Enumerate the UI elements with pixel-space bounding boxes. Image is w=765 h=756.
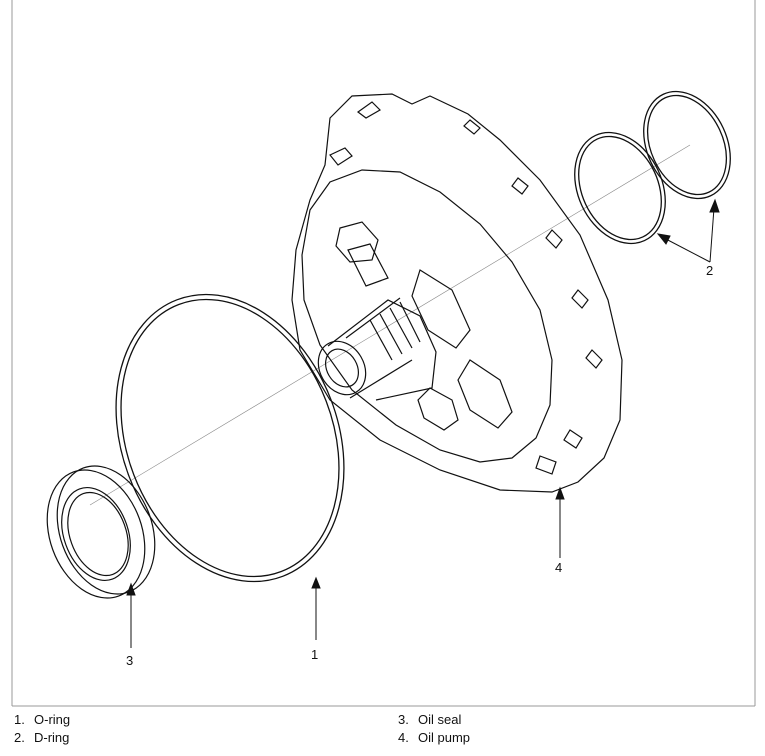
- legend-item-d-ring: 2. D-ring: [14, 729, 70, 747]
- legend-item-o-ring: 1. O-ring: [14, 711, 70, 729]
- diagram-frame: [11, 0, 756, 707]
- legend-item-label: D-ring: [34, 730, 70, 745]
- legend-item-oil-pump: 4. Oil pump: [398, 729, 470, 747]
- callout-2-label: 2: [706, 263, 713, 278]
- legend-item-oil-seal: 3. Oil seal: [398, 711, 470, 729]
- legend-item-label: O-ring: [34, 712, 71, 727]
- legend-item-label: Oil seal: [418, 712, 462, 727]
- o-ring: [115, 293, 345, 583]
- pump-shaft: [317, 297, 437, 401]
- assembly-axis-line: [89, 144, 691, 506]
- legend-item-number: 3.: [398, 712, 409, 727]
- legend-item-number: 2.: [14, 730, 25, 745]
- legend-item-number: 1.: [14, 712, 25, 727]
- callout-1-label: 1: [311, 647, 318, 662]
- oil-pump: [291, 93, 623, 493]
- legend-item-number: 4.: [398, 730, 409, 745]
- oil-seal: [46, 465, 156, 599]
- callout-3-label: 3: [126, 653, 133, 668]
- d-rings: [574, 90, 731, 245]
- legend-left: 1. O-ring 2. D-ring: [14, 711, 70, 747]
- legend-item-label: Oil pump: [418, 730, 471, 745]
- leader-lines: [126, 198, 720, 648]
- legend-right: 3. Oil seal 4. Oil pump: [398, 711, 470, 747]
- callout-4-label: 4: [555, 560, 562, 575]
